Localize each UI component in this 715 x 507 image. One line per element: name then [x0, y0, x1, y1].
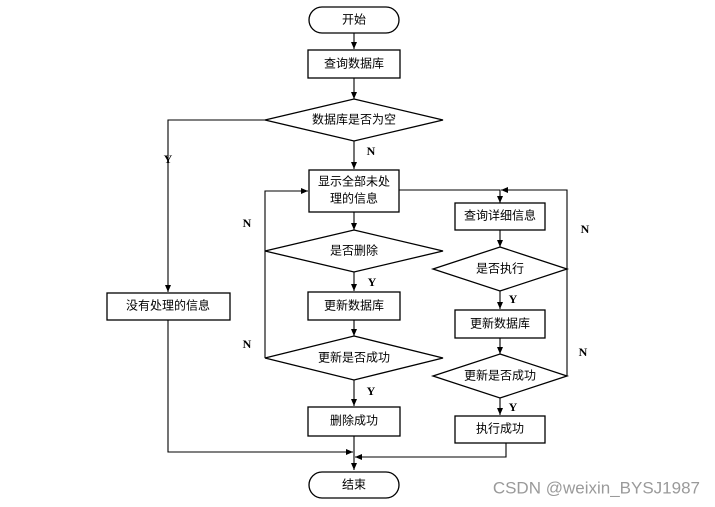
arrow-no-info-to-end	[167, 320, 353, 455]
delete-ok-process: 删除成功	[307, 406, 401, 437]
show-all-label-line2: 理的信息	[330, 191, 378, 206]
query-detail-process: 查询详细信息	[454, 202, 546, 231]
show-all-process: 显示全部未处 理的信息	[308, 169, 400, 213]
watermark: CSDN @weixin_BYSJ1987	[493, 478, 700, 497]
is-execute-decision: 是否执行	[430, 246, 570, 292]
db-empty-decision: 数据库是否为空	[264, 98, 444, 142]
update-ok-right-decision: 更新是否成功	[430, 353, 570, 399]
db-empty-no-label: N	[367, 144, 376, 158]
update-db-left-process: 更新数据库	[307, 291, 401, 321]
arrow-show-to-detail	[399, 189, 503, 203]
no-info-label: 没有处理的信息	[126, 298, 210, 313]
end-label: 结束	[342, 478, 366, 492]
db-empty-yes-label: Y	[164, 152, 173, 166]
execute-ok-process: 执行成功	[454, 415, 546, 444]
end-terminal: 结束	[308, 471, 400, 499]
query-db-process: 查询数据库	[307, 49, 401, 79]
update-left-no-label: N	[243, 337, 252, 351]
delete-ok-label: 删除成功	[330, 413, 378, 428]
start-terminal: 开始	[308, 6, 400, 34]
update-ok-left-decision: 更新是否成功	[264, 335, 444, 381]
arrow-delete-no	[264, 188, 308, 251]
arrow-db-empty-yes	[165, 119, 265, 292]
update-right-no-label: N	[579, 345, 588, 359]
update-db-right-process: 更新数据库	[454, 309, 546, 339]
show-all-label-line1: 显示全部未处	[318, 174, 390, 189]
update-ok-right-label: 更新是否成功	[464, 368, 536, 383]
query-detail-label: 查询详细信息	[464, 208, 536, 223]
arrow-execute-ok-to-end	[355, 443, 507, 460]
update-left-yes-label: Y	[367, 384, 376, 398]
no-info-process: 没有处理的信息	[106, 292, 231, 321]
is-delete-label: 是否删除	[330, 243, 378, 258]
execute-ok-label: 执行成功	[476, 422, 524, 436]
update-db-right-label: 更新数据库	[470, 316, 530, 331]
is-execute-label: 是否执行	[476, 262, 524, 276]
is-delete-no-label: N	[243, 216, 252, 230]
is-execute-no-label: N	[581, 222, 590, 236]
update-db-left-label: 更新数据库	[324, 298, 384, 313]
is-delete-decision: 是否删除	[264, 229, 444, 273]
arrow-execute-no	[501, 187, 568, 269]
start-label: 开始	[342, 13, 366, 27]
is-delete-yes-label: Y	[368, 275, 377, 289]
query-db-label: 查询数据库	[324, 56, 384, 71]
connectors	[165, 33, 568, 470]
update-right-yes-label: Y	[509, 400, 518, 414]
db-empty-label: 数据库是否为空	[312, 112, 396, 127]
is-execute-yes-label: Y	[509, 292, 518, 306]
edge-labels: Y N Y N Y N Y N Y N	[164, 144, 590, 414]
update-ok-left-label: 更新是否成功	[318, 350, 390, 365]
